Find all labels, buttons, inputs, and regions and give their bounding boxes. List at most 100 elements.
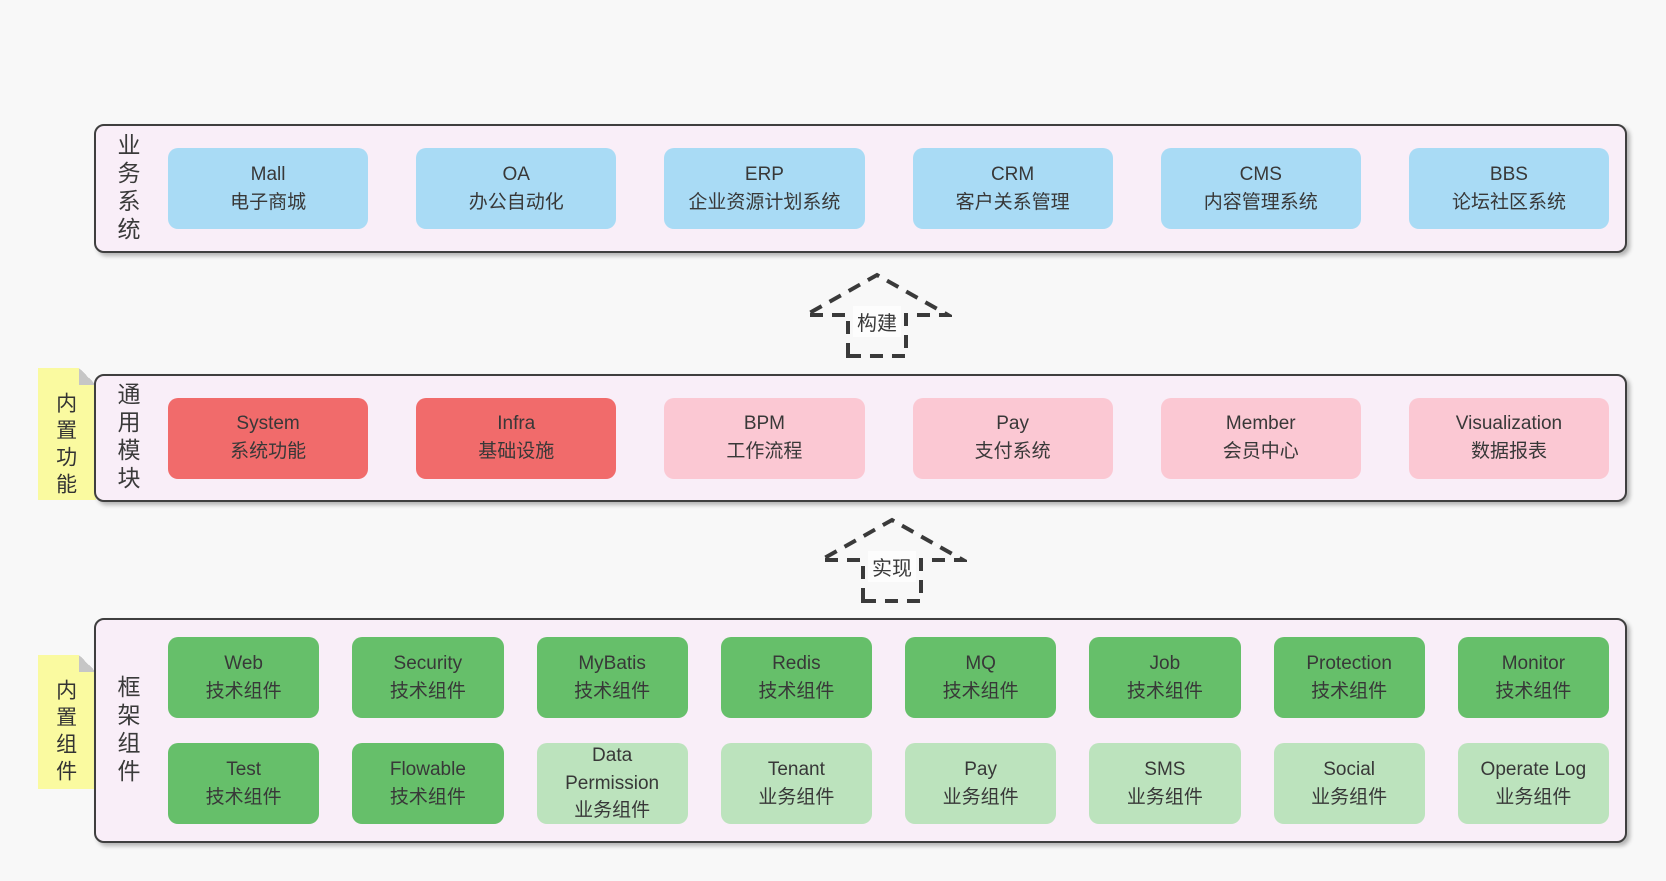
module-box-erp: ERP 企业资源计划系统 (664, 148, 865, 229)
module-desc: 会员中心 (1222, 441, 1299, 462)
band-common-modules: 通用模块 System 系统功能 Infra 基础设施 BPM 工作流程 Pay 支付系统 Me… (94, 374, 1627, 502)
module-name: Tenant (767, 758, 825, 780)
module-desc: 技术组件 (574, 680, 651, 702)
module-box-sms: SMS 业务组件 (1089, 743, 1241, 824)
module-name: MyBatis (578, 652, 646, 674)
module-box-protection: Protection 技术组件 (1273, 637, 1425, 718)
module-desc: 技术组件 (205, 680, 282, 702)
module-box-mybatis: MyBatis 技术组件 (536, 637, 688, 718)
module-desc: 数据报表 (1470, 441, 1547, 462)
module-box-mq: MQ 技术组件 (905, 637, 1057, 718)
module-desc: 企业资源计划系统 (688, 191, 841, 213)
module-box-redis: Redis 技术组件 (720, 637, 872, 718)
module-name: Test (226, 758, 262, 780)
module-name: Monitor (1501, 652, 1566, 674)
module-name: Social (1323, 758, 1375, 780)
module-name: ERP (744, 163, 784, 185)
implement-arrow: 实现 (817, 515, 967, 605)
sticky-note-built-in-features: 内置功能 (38, 368, 96, 500)
sticky-note-label: 内置组件 (53, 679, 77, 787)
module-desc: 技术组件 (758, 680, 835, 702)
business-systems-row: Mall 电子商城 OA 办公自动化 ERP 企业资源计划系统 CRM 客户关系管理 CMS 内容… (168, 148, 1610, 229)
module-box-oa: OA 办公自动化 (416, 148, 617, 229)
module-box-bpm: BPM 工作流程 (664, 397, 865, 479)
module-name: OA (502, 163, 530, 185)
module-name: Security (393, 652, 463, 674)
module-name: Operate Log (1480, 758, 1587, 780)
module-box-mall: Mall 电子商城 (168, 148, 369, 229)
module-desc: 业务组件 (942, 786, 1019, 808)
module-name: Web (224, 652, 263, 674)
module-box-operate-log: Operate Log 业务组件 (1457, 743, 1609, 824)
module-desc: 技术组件 (942, 680, 1019, 702)
module-desc: 系统功能 (230, 441, 307, 462)
module-name: CMS (1239, 163, 1282, 185)
module-name: System (236, 413, 300, 435)
module-name: Flowable (389, 758, 466, 780)
module-box-pay: Pay 支付系统 (912, 397, 1113, 479)
module-box-visualization: Visualization 数据报表 (1408, 397, 1610, 479)
module-name: BPM (743, 413, 786, 435)
band-label: 框架组件 (114, 674, 140, 787)
module-name: BBS (1489, 163, 1528, 185)
module-desc: 论坛社区系统 (1451, 191, 1566, 213)
module-name: Mall (250, 163, 286, 185)
band-label: 通用模块 (114, 382, 140, 494)
module-desc: 内容管理系统 (1203, 191, 1318, 213)
module-desc: 技术组件 (1311, 680, 1388, 702)
module-name: SMS (1144, 758, 1186, 780)
module-box-security: Security 技术组件 (352, 637, 504, 718)
module-box-web: Web 技术组件 (168, 637, 320, 718)
module-desc: 电子商城 (230, 191, 307, 213)
module-name: Pay (964, 758, 997, 780)
module-name: Redis (772, 652, 821, 674)
module-name: Protection (1306, 652, 1392, 674)
module-box-social: Social 业务组件 (1273, 743, 1425, 824)
module-desc: 业务组件 (1311, 786, 1388, 808)
band-business-systems: 业务系统 Mall 电子商城 OA 办公自动化 ERP 企业资源计划系统 CRM 客户关系管理… (94, 124, 1627, 253)
sticky-note-built-in-components: 内置组件 (38, 655, 96, 789)
module-name: Member (1225, 413, 1296, 435)
band-label: 业务系统 (114, 132, 140, 245)
sticky-note-label: 内置功能 (53, 392, 77, 500)
module-name: Visualization (1455, 413, 1563, 435)
common-modules-row: System 系统功能 Infra 基础设施 BPM 工作流程 Pay 支付系统 Member 会… (168, 397, 1610, 479)
build-arrow: 构建 (802, 270, 952, 360)
module-desc: 技术组件 (1495, 680, 1572, 702)
module-desc: 业务组件 (1495, 786, 1572, 808)
module-box-bbs: BBS 论坛社区系统 (1408, 148, 1610, 229)
module-box-pay: Pay 业务组件 (905, 743, 1057, 824)
module-desc: 技术组件 (1126, 680, 1203, 702)
module-desc: 支付系统 (974, 441, 1051, 462)
module-desc: 工作流程 (726, 441, 803, 462)
module-box-system: System 系统功能 (168, 397, 369, 479)
module-box-flowable: Flowable 技术组件 (352, 743, 504, 824)
module-name: Pay (996, 413, 1029, 435)
module-desc: 技术组件 (389, 786, 466, 808)
module-name: CRM (990, 163, 1035, 185)
module-name: MQ (965, 652, 996, 674)
module-name: Job (1149, 652, 1181, 674)
module-box-data-permission: Data Permission 业务组件 (536, 743, 688, 824)
module-desc: 业务组件 (758, 786, 835, 808)
module-box-member: Member 会员中心 (1160, 397, 1361, 479)
module-box-tenant: Tenant 业务组件 (720, 743, 872, 824)
module-desc: 技术组件 (205, 786, 282, 808)
module-box-cms: CMS 内容管理系统 (1160, 148, 1361, 229)
module-box-infra: Infra 基础设施 (416, 397, 617, 479)
module-desc: 基础设施 (478, 441, 555, 462)
build-arrow-label: 构建 (853, 306, 901, 337)
module-name: Data Permission (565, 745, 660, 794)
module-box-test: Test 技术组件 (168, 743, 320, 824)
implement-arrow-label: 实现 (868, 551, 916, 582)
module-box-crm: CRM 客户关系管理 (912, 148, 1113, 229)
module-desc: 业务组件 (1126, 786, 1203, 808)
module-desc: 技术组件 (389, 680, 466, 702)
module-desc: 客户关系管理 (955, 191, 1070, 213)
module-desc: 办公自动化 (468, 191, 564, 213)
module-name: Infra (497, 413, 536, 435)
module-desc: 业务组件 (574, 800, 651, 822)
